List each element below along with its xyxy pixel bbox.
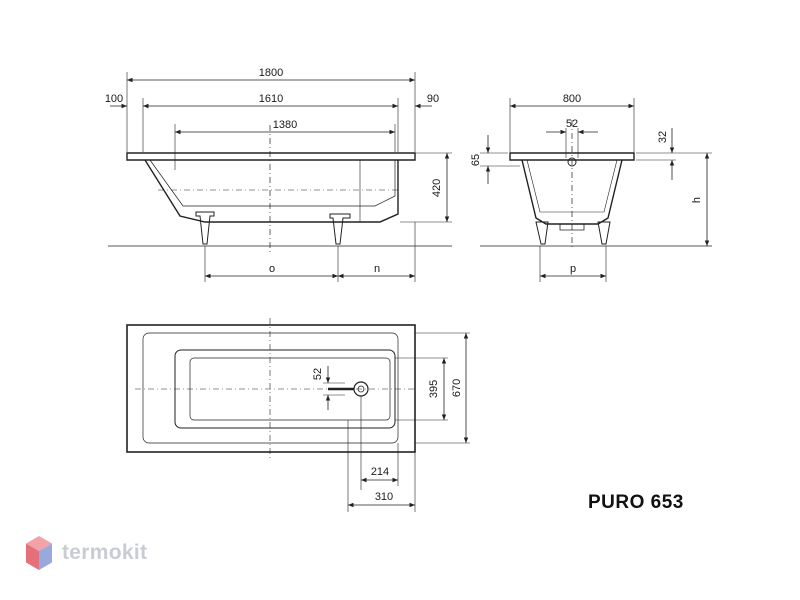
top-view (126, 318, 470, 512)
front-foot-right (597, 221, 611, 245)
label-100: 100 (105, 93, 123, 105)
label-1610: 1610 (259, 93, 283, 105)
front-view-labels: 800 52 65 32 h p (470, 93, 703, 275)
label-o: o (269, 263, 275, 275)
side-view-labels: 1800 100 1610 90 1380 420 o n (105, 67, 443, 275)
top-inner-rim (142, 332, 399, 444)
label-670: 670 (451, 379, 463, 397)
hexagon-logo-icon (26, 536, 52, 570)
top-view-labels: 52 395 670 214 310 (312, 368, 463, 503)
front-rim (509, 152, 635, 161)
front-drain (567, 157, 577, 167)
tub-body (144, 159, 399, 223)
label-310: 310 (375, 491, 393, 503)
label-p: p (570, 263, 576, 275)
brand-name: termokit (62, 541, 148, 564)
label-n: n (374, 263, 380, 275)
label-65: 65 (470, 154, 482, 166)
label-214: 214 (371, 466, 389, 478)
label-1800: 1800 (259, 67, 283, 79)
label-395: 395 (428, 380, 440, 398)
label-1380: 1380 (273, 119, 297, 131)
label-52-top: 52 (312, 368, 324, 380)
brand-watermark: termokit (24, 535, 147, 571)
model-title: PURO 653 (588, 492, 684, 513)
front-view (480, 98, 712, 282)
label-h: h (691, 197, 703, 203)
foot-left (195, 211, 215, 245)
side-view (108, 72, 452, 282)
tub-rim (126, 152, 416, 161)
foot-right (329, 213, 351, 245)
label-52-front: 52 (566, 118, 578, 130)
label-800: 800 (563, 93, 581, 105)
tub-inner-line (149, 159, 396, 207)
label-420: 420 (431, 179, 443, 197)
front-foot-left (535, 221, 549, 245)
label-90: 90 (427, 93, 439, 105)
top-outer-rim (126, 324, 416, 453)
label-32: 32 (657, 131, 669, 143)
